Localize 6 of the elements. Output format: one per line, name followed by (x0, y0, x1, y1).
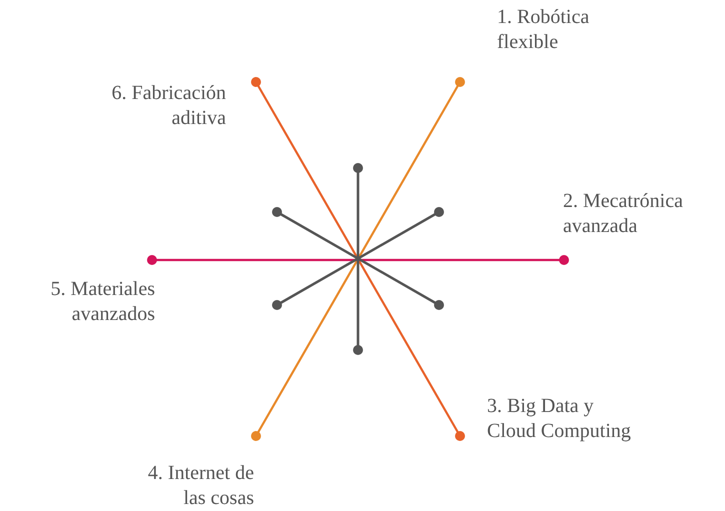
category-label: 3. Big Data y Cloud Computing (487, 394, 632, 444)
category-label: 6. Fabricación aditiva (110, 81, 226, 131)
category-label: 4. Internet de las cosas (146, 461, 254, 511)
category-label: 5. Materiales avanzados (50, 277, 155, 327)
category-label: 2. Mecatrónica avanzada (563, 189, 684, 239)
category-label: 1. Robótica flexible (497, 5, 590, 55)
